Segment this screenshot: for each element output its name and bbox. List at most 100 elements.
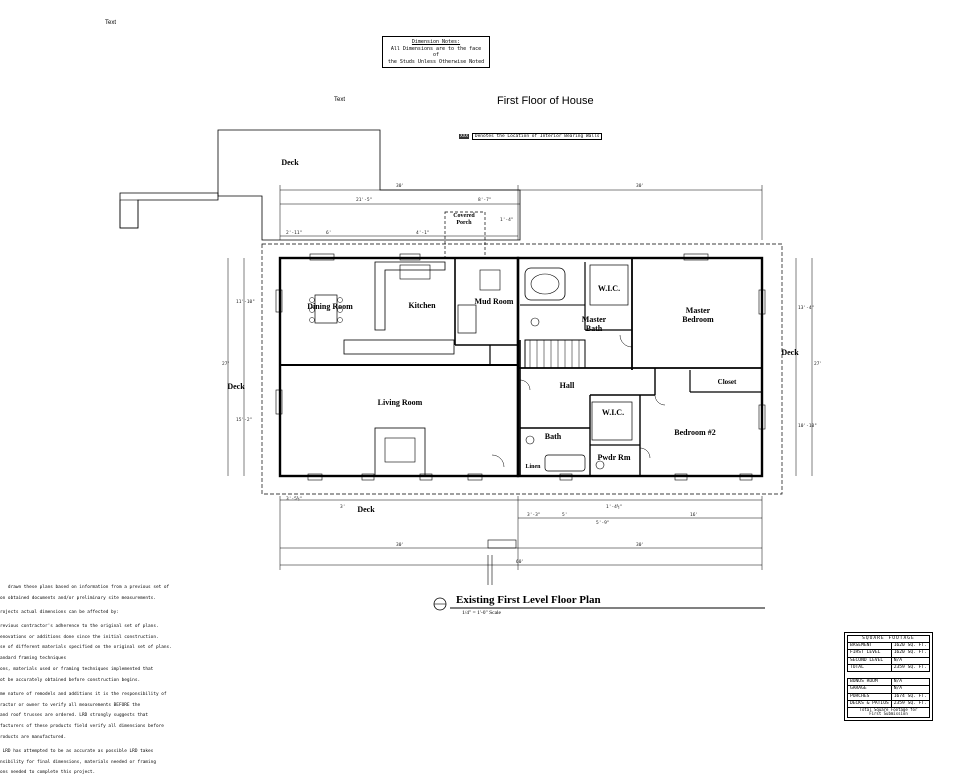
dim-right-side-1: 13'-4"	[798, 306, 815, 311]
disclaimer-line: andard framing techniques	[0, 656, 67, 662]
dim-porch-width: 8'-7"	[478, 198, 492, 203]
square-footage-footer-line-1: Total Square Footage for	[859, 706, 918, 712]
disclaimer-line: ons needed to complete this project.	[0, 770, 96, 776]
disclaimer-line: ot be accurately obtained before constru…	[0, 677, 141, 683]
dim-bottom-mid-5: 5'-9"	[596, 521, 610, 526]
label-bedroom-2: Bedroom #2	[674, 428, 716, 437]
dim-bottom-small-1: 3'-5½"	[286, 497, 303, 502]
dim-bottom-right: 30'	[636, 543, 645, 548]
dim-bottom-mid-1: 3'-3"	[527, 513, 541, 518]
sqft-label: SECOND LEVEL	[847, 656, 892, 665]
bearing-wall-symbol: XXX	[459, 134, 470, 139]
dim-4-1: 4'-1"	[416, 231, 430, 236]
exterior-wall-left	[278, 256, 520, 478]
label-wic-2: W.I.C.	[601, 408, 625, 417]
dim-overall-top-left: 30'	[396, 184, 405, 189]
sqft-value: N/A	[890, 678, 930, 687]
sqft-value: 1674 SQ. FT.	[890, 692, 930, 701]
dim-left-side-1: 11'-10"	[236, 300, 255, 305]
label-linen: Linen	[525, 464, 541, 470]
dimension-notes-line-2: the Studs Unless Otherwise Noted	[387, 58, 485, 65]
disclaimer-line: on obtained documents and/or preliminary…	[0, 596, 156, 602]
dim-overall-top-right: 30'	[636, 184, 645, 189]
dimension-notes-heading: Dimension Notes:	[411, 39, 461, 45]
sqft-value	[891, 671, 929, 678]
label-deck-bottom: Deck	[357, 505, 375, 514]
square-footage-heading: SQUARE FOOTAGE	[847, 634, 930, 644]
disclaimer-line: revious contractor's adherence to the or…	[0, 623, 159, 629]
sqft-label: TOTAL	[847, 663, 892, 672]
plan-caption-scale: 1/4" = 1'-0" Scale	[462, 610, 501, 616]
disclaimer-line: se of different materials specified on t…	[0, 645, 172, 651]
dim-bottom-small-2: 3'	[340, 505, 346, 510]
disclaimer-notes: drawn these plans based on information f…	[0, 580, 172, 781]
label-closet: Closet	[717, 378, 737, 386]
deck-stair	[119, 192, 219, 229]
sqft-value: 2359 SQ. FT.	[890, 699, 930, 708]
deck-perimeter	[261, 243, 783, 495]
label-deck-left: Deck	[227, 382, 245, 391]
dimension-notes-box: Dimension Notes: All Dimensions are to t…	[382, 36, 490, 68]
sqft-label	[848, 671, 892, 678]
dim-bottom-mid-2: 5'	[562, 513, 568, 518]
dim-bottom-mid-3: 16'	[690, 513, 699, 518]
sqft-value: N/A	[890, 685, 930, 694]
plan-caption-title: Existing First Level Floor Plan	[456, 594, 601, 606]
label-covered-porch: Covered Porch	[453, 213, 475, 226]
bearing-wall-legend: XXX Denotes the Location of Interior Bea…	[459, 133, 603, 140]
disclaimer-line: enovations or additions done since the i…	[0, 634, 159, 640]
label-deck-top: Deck	[281, 158, 299, 167]
floor-plan-drawing	[119, 129, 813, 611]
disclaimer-line: nsibility for final dimensions, material…	[0, 759, 156, 765]
disclaimer-line: drawn these plans based on information f…	[0, 585, 170, 591]
dim-porch-depth: 1'-4"	[500, 218, 514, 223]
disclaimer-line: ons, materials used or framing technique…	[0, 667, 154, 673]
label-mud-room: Mud Room	[474, 297, 514, 306]
bearing-wall-text: Denotes the Location of Interior Bearing…	[471, 133, 603, 140]
disclaimer-line: roducts are manufactured.	[0, 734, 67, 740]
dim-bottom-left: 30'	[396, 543, 405, 548]
dim-top-small-1: 2'-11"	[286, 231, 303, 236]
sqft-value: 2359 SQ. FT.	[890, 663, 930, 672]
sqft-value: N/A	[890, 656, 930, 665]
dim-right-side-2: 10'-10"	[798, 424, 817, 429]
covered-porch-outline	[444, 211, 486, 259]
dim-left-side-2: 15'-2"	[236, 418, 253, 423]
disclaimer-line: facturers of these products field verify…	[0, 724, 164, 730]
label-master-bedroom: Master Bedroom	[682, 306, 714, 324]
sqft-label: BONUS ROOM	[847, 678, 892, 687]
sqft-label: BASEMENT	[847, 642, 892, 651]
sqft-value: 1620 SQ. FT.	[890, 649, 930, 658]
dimension-notes-line-1: All Dimensions are to the face of	[390, 45, 482, 59]
sqft-label: GARAGE	[847, 685, 892, 694]
dim-bottom-total: 60'	[516, 560, 525, 565]
text-label-mid: Text	[334, 97, 346, 103]
label-hall: Hall	[559, 381, 575, 390]
disclaimer-line: LRD has attempted to be as accurate as p…	[0, 748, 154, 754]
label-bath: Bath	[544, 432, 562, 441]
sqft-label: PORCHES	[847, 692, 892, 701]
label-living-room: Living Room	[377, 398, 423, 407]
label-kitchen: Kitchen	[408, 301, 436, 310]
dim-right-overall: 27'	[814, 362, 823, 367]
square-footage-footer-line-2: First Submission	[869, 711, 908, 717]
text-label-top: Text	[105, 20, 117, 26]
deck-stair-box	[119, 199, 139, 229]
disclaimer-line: me nature of remodels and additions it i…	[0, 691, 167, 697]
disclaimer-line: rojects actual dimensions can be affecte…	[0, 610, 119, 616]
disclaimer-line: ractor or owner to verify all measuremen…	[0, 702, 141, 708]
dim-bottom-mid-4: 1'-4½"	[606, 505, 623, 510]
dim-top-small-2: 6'	[326, 231, 332, 236]
label-deck-right: Deck	[781, 348, 799, 357]
dim-left-overall: 27'	[222, 362, 231, 367]
label-dining-room: Dining Room	[307, 302, 353, 311]
